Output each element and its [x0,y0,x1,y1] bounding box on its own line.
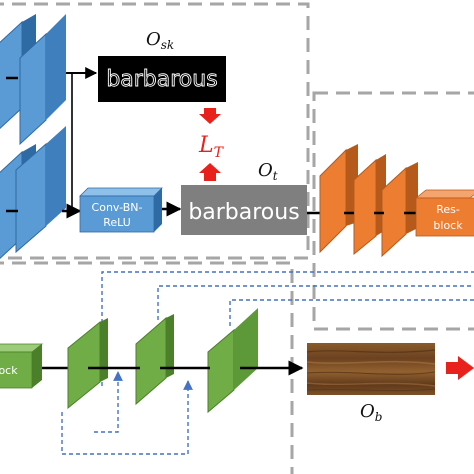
blue-conv-layers-upper [0,14,66,146]
output-red-arrow [446,356,474,380]
right-module-dashed-frame [312,91,474,331]
text-output-label: Ot [258,160,278,183]
blue-conv-layers-lower [0,126,66,259]
loss-arrow-down [199,108,221,124]
background-output-label: Ob [360,401,382,424]
dashed-link-2 [157,285,474,320]
res-block-line1: Res- [436,203,460,216]
skeleton-output-label: Osk [146,29,174,52]
dashed-link-3 [229,299,474,326]
top-module-dashed-frame [0,2,310,260]
green-conv-layers [67,308,258,414]
text-word-text: barbarous [188,200,299,225]
conv-bn-relu-block: Conv-BN- ReLU [79,187,163,233]
dashed-link-4 [61,380,193,455]
dashed-link-5 [94,371,123,433]
res-block-line2: block [433,219,463,232]
loss-label: LT [198,133,225,161]
background-output-image [306,343,436,395]
res-block-orange: Res- block [414,189,474,237]
res-block-green-label: block [0,364,18,377]
res-block-green: block [0,343,44,389]
skeleton-word-image [98,56,226,102]
loss-arrow-up [199,163,221,181]
orange-conv-layers [319,144,418,258]
conv-bn-relu-line1: Conv-BN- [92,201,143,214]
text-word-image [181,185,307,235]
skeleton-word-text: barbarous [106,67,217,92]
conv-bn-relu-line2: ReLU [103,216,131,229]
